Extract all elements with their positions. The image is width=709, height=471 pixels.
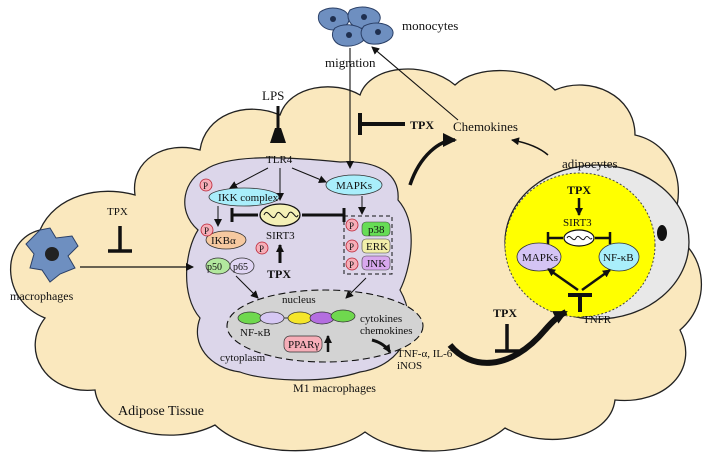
p65-node bbox=[229, 257, 255, 275]
tpx-adipo-label: TPX bbox=[567, 183, 591, 197]
lps-label: LPS bbox=[262, 88, 284, 103]
cytokines-label: cytokines bbox=[360, 313, 402, 325]
adipocytes-label: adipocytes bbox=[562, 156, 618, 171]
erk-node bbox=[361, 238, 391, 254]
cytokines-to-tnfr-arrow bbox=[447, 309, 568, 366]
nfkb-adipo-node bbox=[598, 242, 640, 272]
p50-label: p50 bbox=[207, 262, 222, 273]
tlr4-label: TLR4 bbox=[266, 154, 293, 166]
phospho-p-1: P bbox=[203, 181, 208, 191]
sirt3-adipo-label: SIRT3 bbox=[563, 217, 592, 229]
inos-label: iNOS bbox=[397, 360, 422, 372]
violet-node bbox=[309, 311, 335, 325]
mapk-family-box bbox=[343, 215, 393, 275]
monocytes-label: monocytes bbox=[402, 18, 458, 33]
phospho-p-4: P bbox=[349, 221, 354, 231]
phospho-markers: P P P P P P bbox=[199, 178, 359, 271]
chemokines-small-label: chemokines bbox=[360, 325, 413, 337]
chemokines-to-monocytes-arrow bbox=[371, 46, 459, 121]
jnk-label: JNK bbox=[366, 258, 386, 270]
tnfr-to-nfkb-arrow bbox=[581, 268, 611, 292]
adipose-tissue-label: Adipose Tissue bbox=[118, 404, 204, 419]
phospho-p-6: P bbox=[349, 260, 354, 270]
yellow-node bbox=[287, 311, 313, 325]
p38-node bbox=[361, 221, 391, 237]
mapks-adipo-node bbox=[516, 242, 562, 272]
m1-to-chemokines-arrow bbox=[408, 133, 457, 186]
mitochondria-sirt3-icon bbox=[259, 203, 301, 227]
phospho-p-3: P bbox=[259, 244, 264, 254]
nucleus-label: nucleus bbox=[282, 294, 316, 306]
phospho-p-5: P bbox=[349, 242, 354, 252]
tpx-bottom-label: TPX bbox=[493, 306, 517, 320]
tpx-top-label: TPX bbox=[410, 118, 434, 132]
mapks-node bbox=[325, 174, 383, 196]
tnfr-label: TNFR bbox=[583, 314, 612, 326]
green-node-right bbox=[330, 309, 356, 323]
nucleus-output-arrow bbox=[371, 338, 392, 353]
erk-label: ERK bbox=[366, 241, 388, 253]
tnf-label: TNF-α, IL-6 bbox=[397, 348, 453, 360]
nfkb-to-nucleus-arrow bbox=[235, 275, 259, 299]
tlr4-to-mapks-arrow bbox=[291, 167, 327, 184]
ppar-label: PPARγ bbox=[288, 339, 320, 351]
monocytes-icon bbox=[317, 6, 394, 47]
tlr4-receptor-icon bbox=[270, 128, 286, 143]
ikk-complex bbox=[208, 187, 280, 207]
adipocyte-nucleus bbox=[657, 225, 667, 241]
m1-macrophages-label: M1 macrophages bbox=[293, 381, 376, 395]
phospho-p-2: P bbox=[204, 226, 209, 236]
p38-label: p38 bbox=[368, 224, 385, 236]
ikba-node bbox=[205, 230, 247, 250]
tpx-center-label: TPX bbox=[267, 267, 291, 281]
cytoplasm-label: cytoplasm bbox=[220, 352, 266, 364]
nfkb-nucleus-label: NF-κB bbox=[240, 327, 271, 339]
ppar-node bbox=[283, 335, 323, 353]
p65-label: p65 bbox=[233, 262, 248, 273]
ikk-label: IKK complex bbox=[218, 192, 279, 204]
nfkb-green-node bbox=[237, 311, 263, 325]
mapks-label: MAPKs bbox=[336, 180, 372, 192]
nfkb-adipo-label: NF-κB bbox=[603, 252, 634, 264]
macrophages-label: macrophages bbox=[10, 289, 74, 303]
chemokines-label: Chemokines bbox=[453, 119, 518, 134]
mitochondria-adipo-icon bbox=[563, 229, 595, 247]
tnfr-to-mapks-arrow bbox=[547, 267, 579, 292]
tpx-left-label: TPX bbox=[107, 206, 128, 218]
jnk-node bbox=[361, 255, 391, 271]
nucleus bbox=[226, 289, 424, 363]
sirt3-label: SIRT3 bbox=[266, 230, 295, 242]
mapks-adipo-label: MAPKs bbox=[522, 252, 558, 264]
adipocytes-to-chemokines-arrow bbox=[511, 137, 549, 156]
ikba-label: IKBα bbox=[211, 235, 236, 247]
nfkb-purple-node bbox=[259, 311, 285, 325]
mapk-to-nucleus-arrow bbox=[345, 277, 367, 299]
macrophage-icon bbox=[25, 227, 79, 283]
tlr4-to-ikk-arrow bbox=[229, 167, 269, 189]
